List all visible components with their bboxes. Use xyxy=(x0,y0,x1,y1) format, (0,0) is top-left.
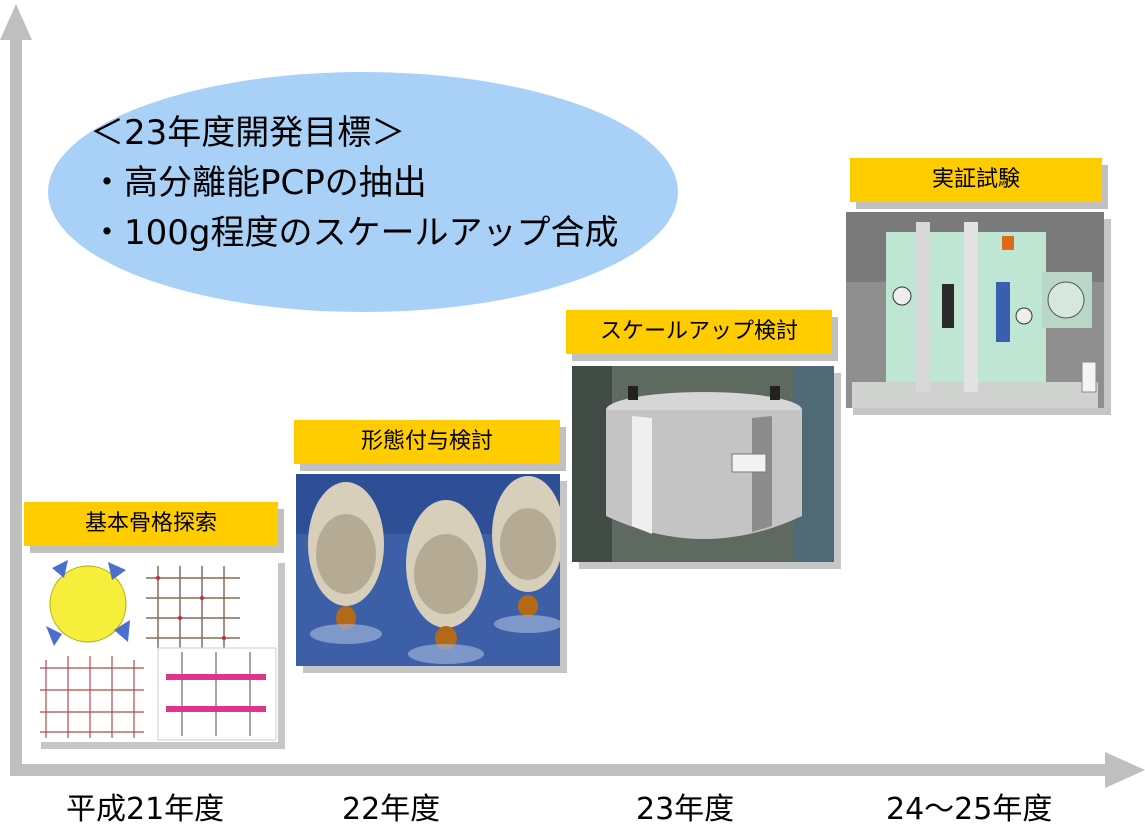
goal-heading: ＜23年度開発目標＞ xyxy=(90,113,406,153)
stage-label-demonstration: 実証試験 xyxy=(850,158,1102,202)
goal-ellipse xyxy=(48,72,678,312)
x-axis-label: 24〜25年度 xyxy=(886,792,1053,827)
stainless-tank-photo xyxy=(572,366,834,562)
stage-label-morphology: 形態付与検討 xyxy=(294,420,560,464)
goal-item: ・100g程度のスケールアップ合成 xyxy=(90,213,619,253)
x-axis-label: 22年度 xyxy=(342,792,441,827)
x-axis-arrow-icon xyxy=(1105,752,1145,788)
goal-text: ＜23年度開発目標＞ ・高分離能PCPの抽出 ・100g程度のスケールアップ合成 xyxy=(90,108,618,258)
goal-item: ・高分離能PCPの抽出 xyxy=(90,163,427,203)
x-axis-label: 平成21年度 xyxy=(66,792,225,827)
stage-label-scale-up: スケールアップ検討 xyxy=(566,310,832,354)
pellet-flasks-photo xyxy=(296,474,560,666)
structure-models-photo xyxy=(34,556,278,742)
x-axis-label: 23年度 xyxy=(636,792,735,827)
test-plant-photo xyxy=(846,212,1104,408)
stage-label-basic-framework: 基本骨格探索 xyxy=(24,502,278,546)
y-axis-arrow-icon xyxy=(0,4,32,40)
